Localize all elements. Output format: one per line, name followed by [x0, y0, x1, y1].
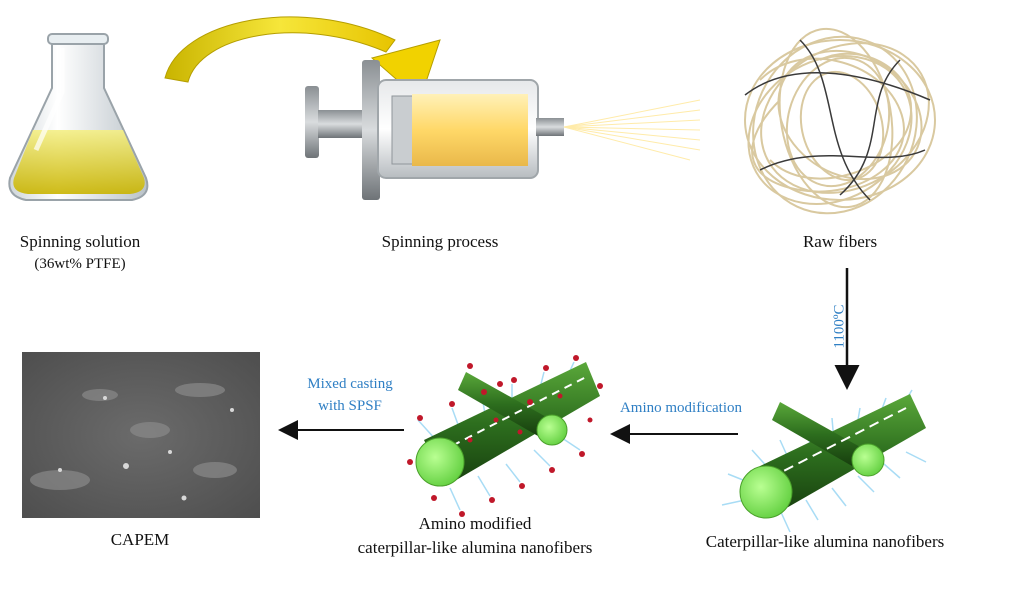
spinning-solution-label: Spinning solution	[19, 232, 141, 251]
caterpillar-nanofiber-icon	[721, 389, 927, 533]
calcination-temp-label: 1100ºC	[831, 304, 848, 349]
erlenmeyer-flask-icon	[8, 33, 149, 201]
syringe-icon	[305, 60, 701, 200]
raw-fibers-label: Raw fibers	[802, 232, 878, 251]
capem-label: CAPEM	[110, 530, 170, 549]
mixed-casting-label-line1: Mixed casting	[307, 376, 393, 392]
mixed-casting-label-line2: with SPSF	[318, 398, 382, 414]
solution-detail-label: (36wt% PTFE)	[34, 256, 126, 272]
amino-modified-nanofiber-icon	[407, 355, 603, 517]
amino-modified-label-line1: Amino modified	[418, 514, 532, 533]
sem-membrane-image	[22, 352, 260, 518]
amino-modification-label: Amino modification	[619, 400, 743, 416]
raw-fiber-tangle-icon	[744, 27, 936, 215]
caterpillar-nanofibers-label: Caterpillar-like alumina nanofibers	[705, 532, 945, 551]
amino-modified-label-line2: caterpillar-like alumina nanofibers	[357, 538, 593, 557]
spinning-process-label: Spinning process	[381, 232, 499, 251]
